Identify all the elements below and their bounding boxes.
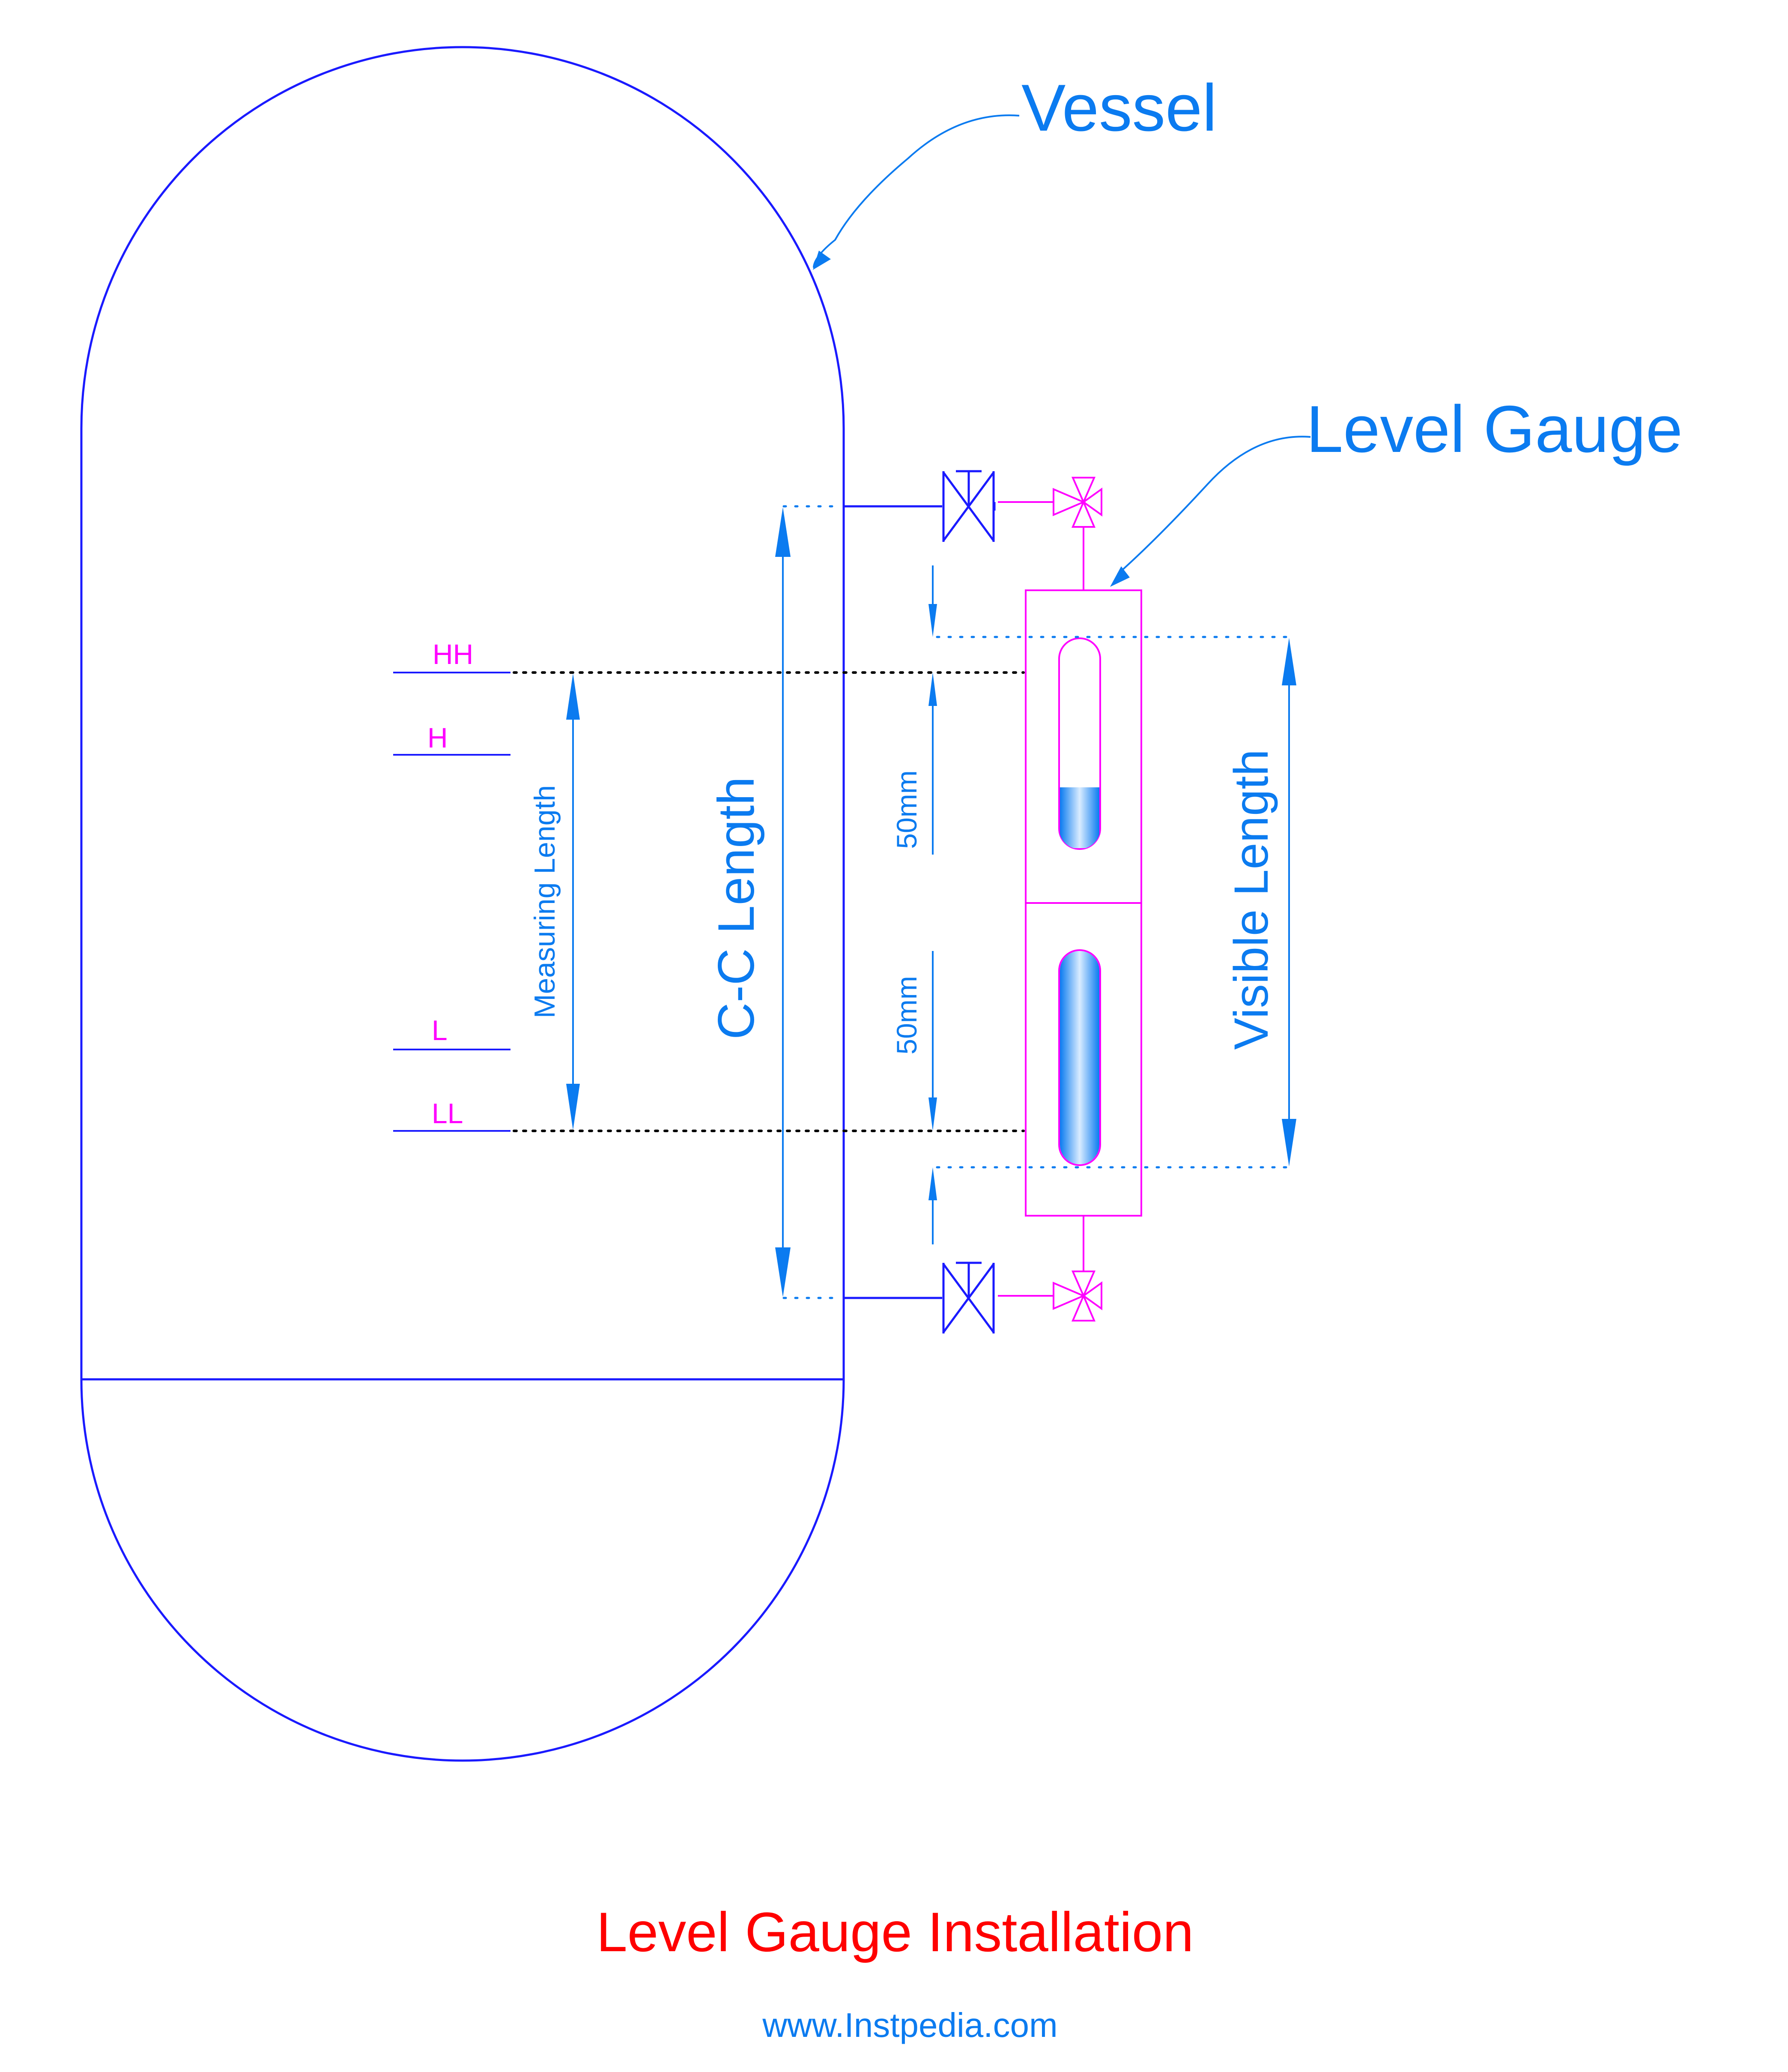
visible-length-dimension: Visible Length [1224,638,1296,1166]
lower-offset-arrow-top [928,1097,937,1131]
visible-length-arrow-bottom [1282,1119,1296,1166]
level-marks: HH H L LL [393,638,510,1132]
measuring-length-label: Measuring Length [528,785,561,1018]
cc-length-dimension: C-C Length [707,505,843,1299]
cc-length-label: C-C Length [707,777,765,1040]
level-gauge-leader-arrowhead [1110,566,1130,587]
upper-sight-glass [1058,637,1101,850]
vessel-leader-arrowhead [813,251,831,270]
level-gauge-leader-line [1117,436,1311,575]
diagram-title: Level Gauge Installation [597,1901,1194,1963]
l-level-label: L [432,1014,448,1046]
lower-gauge-valve-icon [1053,1271,1102,1322]
lower-sight-glass [1058,949,1101,1166]
vessel-label: Vessel [1021,71,1217,145]
cc-length-arrow-top [775,507,791,557]
visible-length-label: Visible Length [1224,749,1278,1050]
measuring-length-dimension: Measuring Length [528,673,580,1130]
vessel-callout: Vessel [813,71,1217,270]
lower-nozzle-assembly [844,1262,995,1333]
website-link[interactable]: www.Instpedia.com [762,2006,1057,2044]
upper-offset-arrow-bottom [928,673,937,706]
upper-nozzle-assembly [844,470,996,542]
lower-gate-valve-icon [942,1263,995,1333]
hh-level-label: HH [433,638,473,670]
lower-offset-arrow-bottom [928,1167,937,1200]
level-gauge [998,477,1142,1322]
h-level-label: H [427,722,448,753]
upper-offset-arrow-top [928,604,937,637]
lower-sight-liquid [1060,951,1099,1164]
upper-sight-liquid [1060,787,1099,848]
lower-offset-label: 50mm [891,976,922,1054]
gauge-liquid [1060,787,1099,1164]
upper-gauge-valve-icon [1053,477,1102,528]
level-gauge-label: Level Gauge [1306,392,1683,466]
upper-offset-label: 50mm [891,770,922,849]
measuring-length-arrow-top [566,673,580,720]
ll-level-label: LL [432,1097,463,1129]
cc-length-arrow-bottom [775,1247,791,1297]
upper-gate-valve-icon [942,472,995,541]
vessel-leader-line [813,114,1020,268]
vessel [80,46,845,1762]
dotted-extension-lines [513,671,1025,1132]
level-gauge-callout: Level Gauge [1110,392,1683,587]
offset-dimensions: 50mm 50mm [891,565,1290,1244]
visible-length-arrow-top [1282,638,1296,685]
measuring-length-arrow-bottom [566,1084,580,1130]
